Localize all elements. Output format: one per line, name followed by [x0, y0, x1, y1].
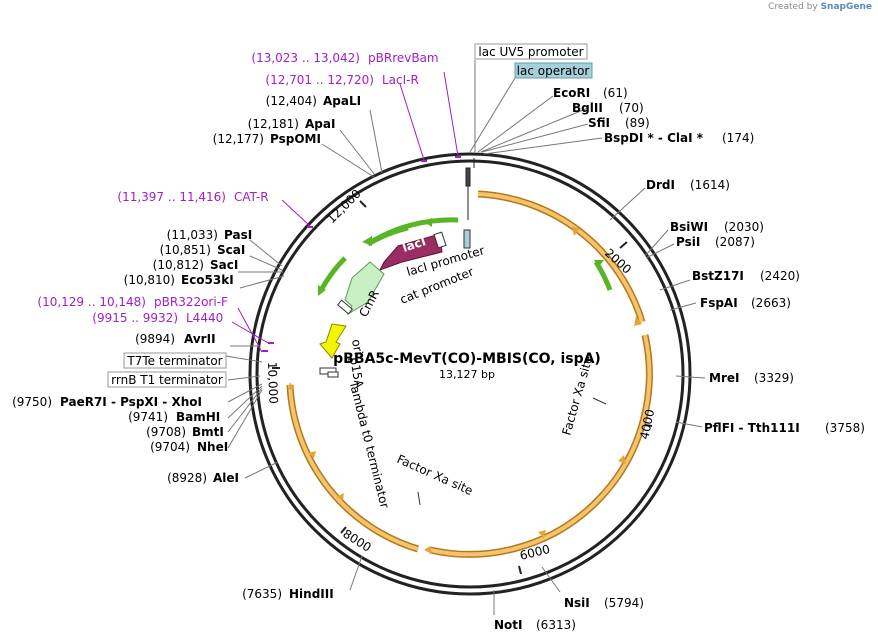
primer-pbr322ori-f-name: pBR322ori-F	[154, 295, 228, 309]
svg-text:PspOMI: PspOMI	[270, 132, 321, 146]
svg-text:(89): (89)	[625, 116, 650, 130]
tick-10000: 10,000	[265, 362, 280, 404]
svg-text:PasI: PasI	[224, 228, 252, 242]
svg-text:(2420): (2420)	[760, 269, 800, 283]
svg-text:(9894): (9894)	[135, 332, 175, 346]
ring-tick-marks	[272, 200, 653, 575]
svg-text:(5794): (5794)	[604, 596, 644, 610]
svg-text:HindIII: HindIII	[289, 587, 334, 601]
svg-text:NheI: NheI	[197, 440, 228, 454]
plasmid-size: 13,127 bp	[439, 368, 495, 381]
ori-feature	[319, 323, 347, 359]
leaders-right	[469, 60, 706, 615]
svg-text:SacI: SacI	[210, 258, 238, 272]
boxed-label-lac-operator: lac operator	[514, 62, 593, 79]
svg-text:BstZ17I: BstZ17I	[692, 269, 744, 283]
primer-laci-r-range: (12,701 .. 12,720)	[265, 73, 374, 87]
svg-text:BglII: BglII	[572, 101, 603, 115]
primer-pbr322ori-f-range: (10,129 .. 10,148)	[37, 295, 146, 309]
svg-text:(10,810): (10,810)	[124, 273, 175, 287]
tick-4000: 4000	[637, 408, 657, 441]
backbone-inner	[255, 159, 685, 589]
leaders-left	[225, 109, 383, 591]
svg-text:BspDI * - ClaI *: BspDI * - ClaI *	[604, 131, 704, 145]
svg-text:BamHI: BamHI	[176, 410, 220, 424]
primer-leaders	[231, 71, 459, 353]
boxed-label-rrnb: rrnB T1 terminator	[107, 371, 227, 388]
credit-prefix: Created by	[768, 2, 818, 12]
svg-text:EcoRI: EcoRI	[553, 86, 590, 100]
primer-laci-r-name: LacI-R	[382, 73, 419, 87]
svg-text:lac operator: lac operator	[517, 64, 590, 78]
svg-text:(11,033): (11,033)	[167, 228, 218, 242]
inner-promoters	[319, 229, 471, 378]
svg-text:(9741): (9741)	[128, 410, 168, 424]
snapgene-logo: SnapGene	[820, 2, 872, 12]
svg-text:(3758): (3758)	[825, 421, 865, 435]
svg-text:AleI: AleI	[213, 471, 239, 485]
svg-text:FspAI: FspAI	[700, 296, 738, 310]
primer-pbrrevbam-range: (13,023 .. 13,042)	[251, 51, 360, 65]
svg-text:(174): (174)	[722, 131, 754, 145]
primer-pbrrevbam-name: pBRrevBam	[368, 51, 439, 65]
plasmid-name: pBBA5c-MevT(CO)-MBIS(CO, ispA)	[333, 351, 601, 367]
svg-text:DrdI: DrdI	[646, 178, 675, 192]
svg-text:(61): (61)	[603, 86, 628, 100]
svg-text:(2030): (2030)	[724, 220, 764, 234]
lambda-t0-label: lambda t0 terminator	[347, 381, 392, 509]
boxed-label-lac-uv5: lac UV5 promoter	[474, 43, 588, 60]
svg-text:(8928): (8928)	[167, 471, 207, 485]
svg-text:rrnB T1 terminator: rrnB T1 terminator	[111, 373, 223, 387]
svg-text:(12,404): (12,404)	[266, 94, 317, 108]
factor-xa-label-1: Factor Xa site	[395, 452, 475, 498]
tick-8000: 8000	[340, 527, 373, 555]
backbone-outer	[248, 152, 692, 596]
sites-right: EcoRI (61) BglII (70) SfiI (89) BspDI * …	[494, 86, 865, 632]
sites-left: (12,404) ApaLI (12,181) ApaI (12,177) Ps…	[12, 94, 361, 601]
primer-l4440-name: L4440	[186, 311, 223, 325]
svg-text:ApaLI: ApaLI	[323, 94, 361, 108]
svg-text:(2663): (2663)	[751, 296, 791, 310]
svg-text:(9750): (9750)	[12, 395, 52, 409]
top-feature-stubs	[465, 158, 475, 220]
primer-cat-r-name: CAT-R	[234, 190, 269, 204]
svg-text:(12,177): (12,177)	[213, 132, 264, 146]
svg-text:(6313): (6313)	[536, 618, 576, 632]
svg-text:T7Te terminator: T7Te terminator	[126, 354, 222, 368]
svg-text:(9708): (9708)	[146, 425, 186, 439]
svg-text:(7635): (7635)	[242, 587, 282, 601]
svg-text:AvrII: AvrII	[184, 332, 216, 346]
svg-text:(9704): (9704)	[150, 440, 190, 454]
svg-text:ApaI: ApaI	[305, 117, 335, 131]
laci-label: lacI	[401, 234, 428, 255]
primer-l4440-range: (9915 .. 9932)	[92, 311, 178, 325]
svg-text:(1614): (1614)	[690, 178, 730, 192]
svg-text:(12,181): (12,181)	[248, 117, 299, 131]
svg-text:SfiI: SfiI	[588, 116, 610, 130]
svg-text:NsiI: NsiI	[564, 596, 590, 610]
primer-cat-r-range: (11,397 .. 11,416)	[117, 190, 226, 204]
svg-text:(10,851): (10,851)	[160, 243, 211, 257]
svg-text:ScaI: ScaI	[217, 243, 245, 257]
svg-text:PflFI - Tth111I: PflFI - Tth111I	[704, 421, 800, 435]
svg-text:(70): (70)	[619, 101, 644, 115]
orf-arcs	[286, 190, 653, 558]
boxed-label-t7te: T7Te terminator	[123, 352, 227, 369]
svg-text:NotI: NotI	[494, 618, 523, 632]
p15a-label: p15A	[347, 356, 366, 390]
svg-text:MreI: MreI	[709, 371, 739, 385]
svg-text:Eco53kI: Eco53kI	[181, 273, 234, 287]
orf-direction-marks	[288, 226, 642, 554]
snapgene-credit: Created by SnapGene	[768, 2, 872, 12]
svg-text:PsiI: PsiI	[676, 235, 700, 249]
svg-text:BsiWI: BsiWI	[670, 220, 708, 234]
svg-text:(2087): (2087)	[715, 235, 755, 249]
svg-text:(3329): (3329)	[754, 371, 794, 385]
svg-text:(10,812): (10,812)	[153, 258, 204, 272]
ori-label: ori	[349, 338, 365, 356]
svg-text:BmtI: BmtI	[192, 425, 224, 439]
svg-text:lac UV5 promoter: lac UV5 promoter	[478, 45, 583, 59]
svg-text:PaeR7I - PspXI - XhoI: PaeR7I - PspXI - XhoI	[60, 395, 202, 409]
